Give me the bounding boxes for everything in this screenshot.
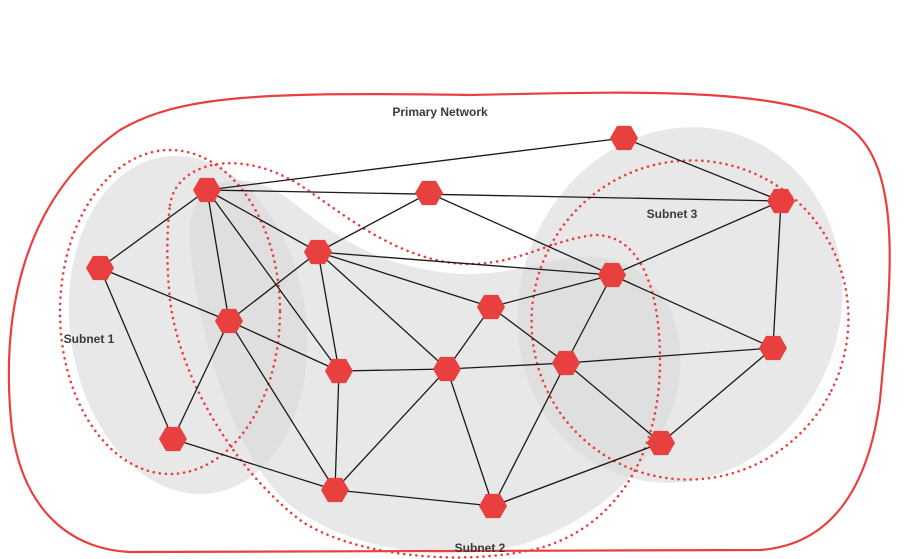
node-n17 xyxy=(759,335,787,361)
subnet-3-boundary xyxy=(530,159,850,481)
edge-n3-n8 xyxy=(228,320,340,372)
node-n15 xyxy=(415,180,443,206)
primary-network-label: Primary Network xyxy=(392,105,488,119)
node-n1 xyxy=(86,255,114,281)
node-n2 xyxy=(193,177,221,203)
edge-n13-n17 xyxy=(611,274,774,349)
edge-n8-n6 xyxy=(334,370,340,491)
subnet-3-region xyxy=(517,127,843,483)
subnet-regions xyxy=(68,127,843,554)
edge-n4-n3 xyxy=(228,251,319,322)
node-n6 xyxy=(321,477,349,503)
node-n12 xyxy=(477,294,505,320)
edge-n13-n16 xyxy=(611,200,782,276)
edge-n4-n13 xyxy=(317,251,613,276)
edge-n11-n10 xyxy=(492,442,662,507)
edge-n2-n3 xyxy=(206,189,230,322)
node-n11 xyxy=(647,430,675,456)
edge-n7-n10 xyxy=(446,368,494,507)
node-n16 xyxy=(767,188,795,214)
node-n5 xyxy=(159,426,187,452)
node-n8 xyxy=(325,358,353,384)
node-n9 xyxy=(552,350,580,376)
primary-network-outline xyxy=(7,91,891,554)
edge-n12-n13 xyxy=(490,274,613,308)
edge-n3-n6 xyxy=(228,320,336,491)
subnet-1-boundary xyxy=(58,148,282,476)
edge-n4-n12 xyxy=(317,251,492,308)
network-nodes xyxy=(86,125,795,519)
edge-n15-n4 xyxy=(317,192,430,253)
edge-n1-n3 xyxy=(99,267,230,322)
edge-n4-n7 xyxy=(317,251,448,370)
edge-n2-n14 xyxy=(206,137,625,191)
node-n3 xyxy=(215,308,243,334)
edge-n9-n17 xyxy=(565,347,774,364)
node-n7 xyxy=(433,356,461,382)
subnet-3-label: Subnet 3 xyxy=(647,207,698,221)
edge-n2-n16 xyxy=(206,189,782,202)
subnet-1-label: Subnet 1 xyxy=(64,332,115,346)
edge-n16-n17 xyxy=(772,200,782,349)
subnet-2-boundary xyxy=(166,161,662,559)
node-n14 xyxy=(610,125,638,151)
edge-n2-n4 xyxy=(206,189,319,253)
edge-n8-n7 xyxy=(338,368,448,372)
edge-n9-n10 xyxy=(492,362,567,507)
edge-n12-n9 xyxy=(490,306,567,364)
subnet-2-label: Subnet 2 xyxy=(455,541,506,555)
edge-n6-n10 xyxy=(334,489,494,507)
edge-n11-n17 xyxy=(660,347,774,444)
edge-n1-n5 xyxy=(99,267,174,440)
edge-n3-n5 xyxy=(172,320,230,440)
node-n10 xyxy=(479,493,507,519)
edge-n14-n16 xyxy=(623,137,782,202)
edge-n4-n8 xyxy=(317,251,340,372)
edge-n7-n9 xyxy=(446,362,567,370)
subnet-boundaries xyxy=(58,148,850,559)
edge-n13-n9 xyxy=(565,274,613,364)
edge-n15-n13 xyxy=(428,192,613,276)
edge-n7-n6 xyxy=(334,368,448,491)
edge-n5-n6 xyxy=(172,438,336,491)
network-edges xyxy=(99,137,782,507)
edge-n2-n8 xyxy=(206,189,340,372)
edge-n2-n1 xyxy=(99,189,208,269)
edge-n9-n11 xyxy=(565,362,662,444)
node-n4 xyxy=(304,239,332,265)
node-n13 xyxy=(598,262,626,288)
